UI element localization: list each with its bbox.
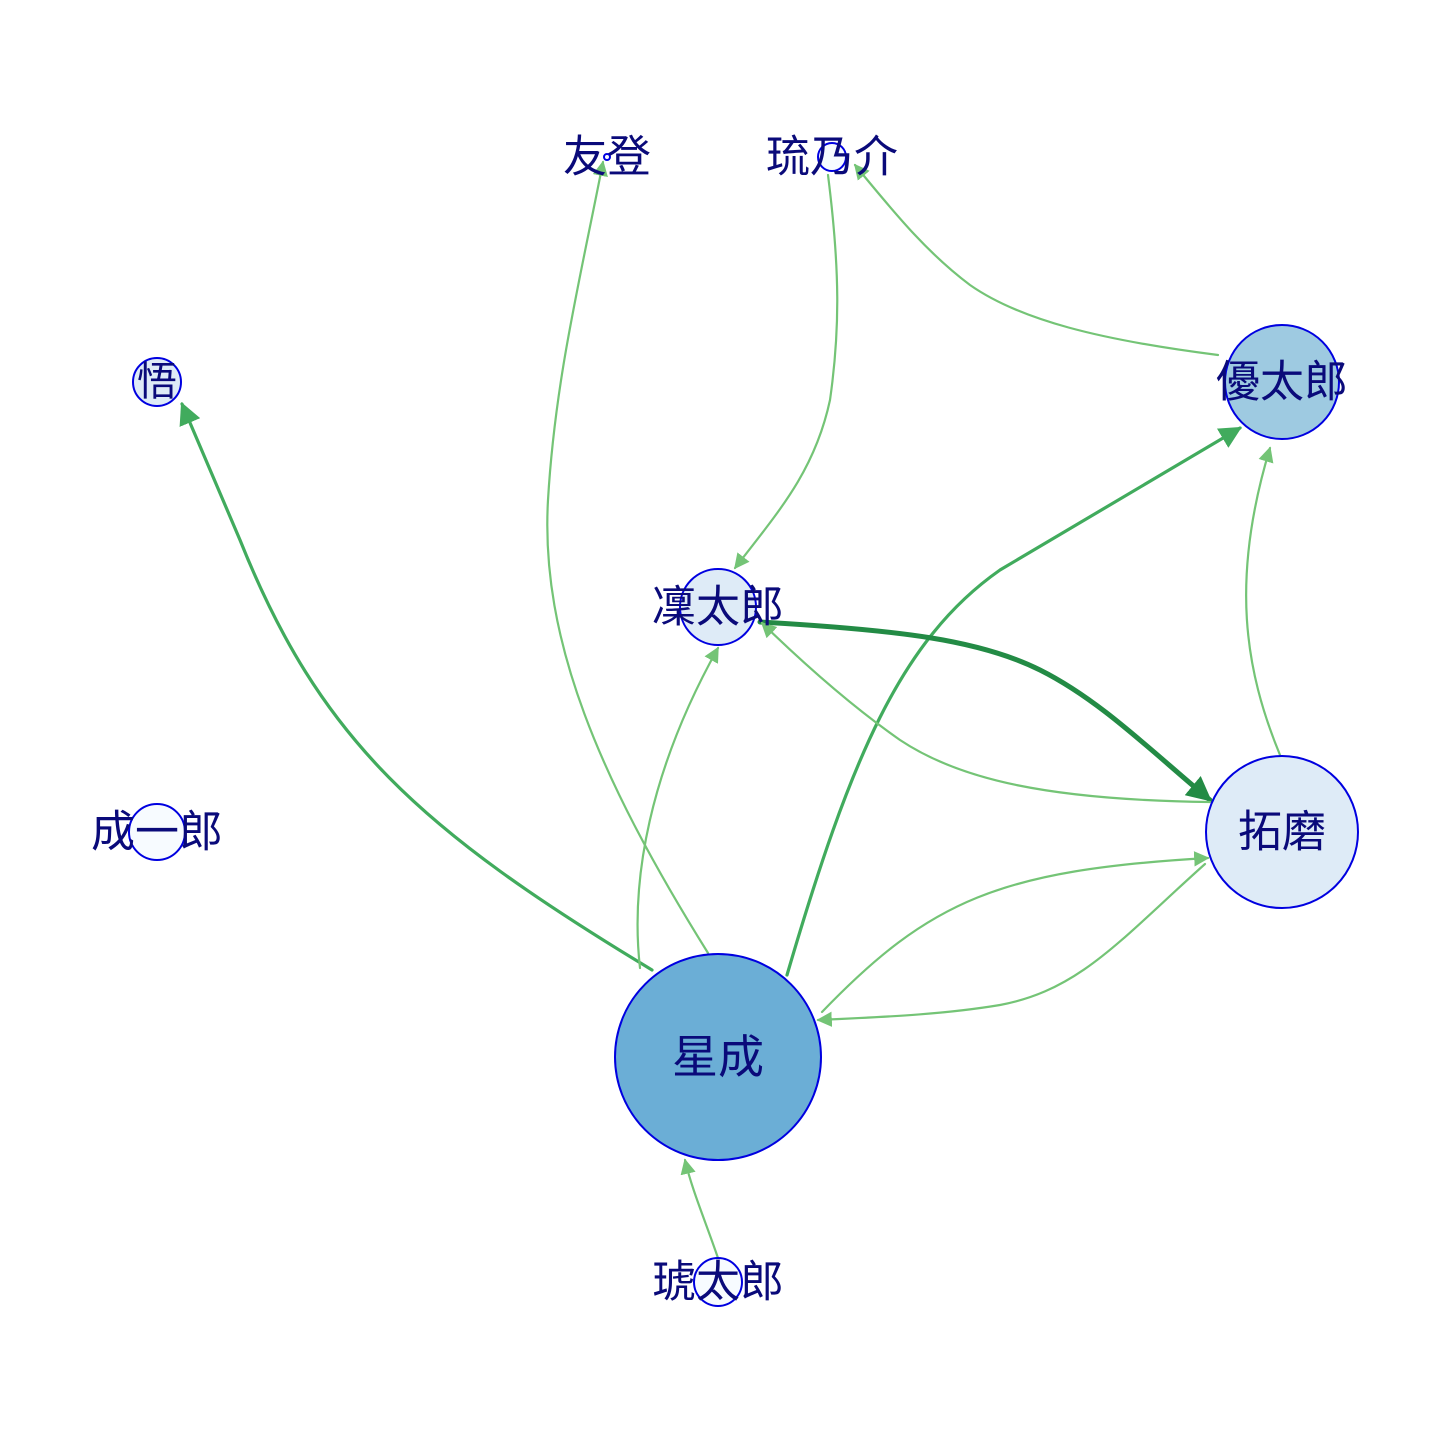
node-hoshinari bbox=[614, 953, 822, 1161]
node-label-rintaro: 凜太郎 bbox=[652, 582, 784, 633]
node-rintaro bbox=[679, 568, 757, 646]
node-label-kotaro: 琥太郎 bbox=[652, 1257, 784, 1308]
edge-takuma-to-youtaro bbox=[1245, 446, 1282, 757]
node-runosuke bbox=[817, 142, 847, 172]
node-label-satoru: 悟 bbox=[137, 359, 177, 405]
node-label-seiichiro: 成一郎 bbox=[91, 807, 223, 858]
node-label-yuto: 友登 bbox=[563, 132, 651, 183]
nodes-layer bbox=[128, 142, 1359, 1307]
edge-runosuke-to-rintaro bbox=[733, 173, 839, 570]
node-youtaro bbox=[1224, 324, 1340, 440]
node-seiichiro bbox=[128, 803, 186, 861]
edge-kotaro-to-hoshinari bbox=[680, 1158, 720, 1260]
edge-takuma-to-rintaro bbox=[760, 621, 1212, 804]
edge-rintaro-to-takuma bbox=[757, 619, 1213, 803]
node-label-youtaro: 優太郎 bbox=[1216, 357, 1348, 408]
node-label-runosuke: 琉乃介 bbox=[766, 132, 898, 183]
edges-layer bbox=[179, 160, 1282, 1260]
node-satoru bbox=[132, 357, 182, 407]
node-label-takuma: 拓磨 bbox=[1238, 807, 1326, 858]
edge-hoshinari-to-satoru bbox=[179, 401, 654, 972]
edge-hoshinari-to-yuto bbox=[546, 160, 710, 955]
edge-hoshinari-to-youtaro bbox=[785, 426, 1242, 977]
edge-takuma-to-hoshinari bbox=[816, 862, 1207, 1028]
node-label-hoshinari: 星成 bbox=[672, 1030, 764, 1084]
edge-youtaro-to-runosuke bbox=[853, 163, 1220, 357]
edge-hoshinari-to-rintaro bbox=[636, 646, 720, 970]
node-yuto bbox=[603, 153, 611, 161]
edge-hoshinari-to-takuma bbox=[820, 851, 1210, 1014]
node-kotaro bbox=[693, 1257, 743, 1307]
node-takuma bbox=[1205, 755, 1359, 909]
